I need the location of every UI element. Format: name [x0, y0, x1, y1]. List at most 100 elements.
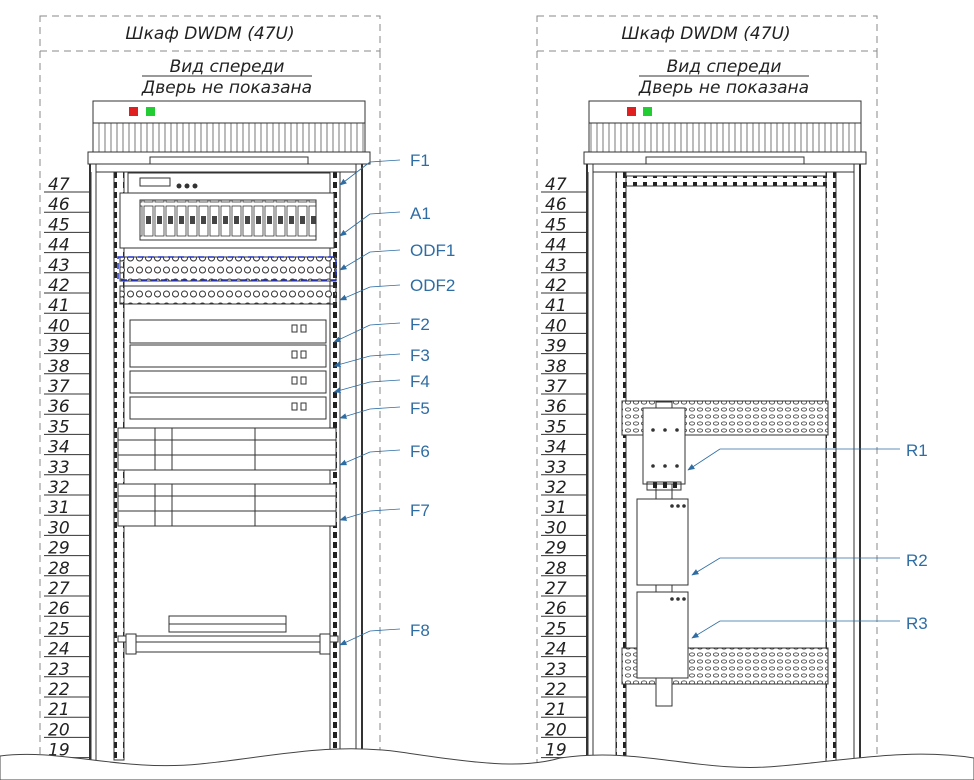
callout-label: F7 — [410, 501, 430, 520]
chassis-f7 — [117, 483, 337, 527]
callout-leader — [369, 406, 401, 410]
left-cabinet-title: Шкаф DWDM (47U) — [125, 24, 294, 44]
callout-label: ODF2 — [410, 276, 455, 295]
odf2-panel — [119, 285, 337, 305]
right-view-label: Вид спереди — [667, 57, 782, 77]
callout-label: A1 — [410, 204, 431, 223]
left-green-indicator — [146, 107, 155, 116]
unit-number: 35 — [48, 417, 70, 437]
unit-number: 23 — [48, 660, 70, 680]
callout-arrow — [333, 355, 371, 368]
callout-arrow — [339, 286, 371, 301]
unit-number: 33 — [545, 458, 567, 478]
equipment-shelves — [129, 319, 327, 420]
unit-number: 22 — [48, 680, 70, 700]
callout-label: R3 — [906, 614, 928, 633]
callout-leader — [369, 159, 401, 163]
unit-number: 23 — [545, 660, 567, 680]
callout-label: F2 — [410, 315, 430, 334]
callout-label: ODF1 — [410, 241, 455, 260]
unit-number: 42 — [48, 276, 70, 296]
unit-number: 32 — [48, 478, 70, 498]
module-r3 — [636, 591, 689, 679]
callout-arrow — [339, 510, 371, 521]
left-roof-grille — [92, 122, 366, 158]
right-red-indicator — [627, 107, 636, 116]
module-r1 — [642, 407, 686, 491]
right-cabinet: Шкаф DWDM (47U) Вид спереди Дверь не пок… — [536, 15, 878, 780]
callout-leader — [369, 353, 401, 357]
unit-number: 24 — [48, 640, 70, 660]
callout-arrow — [691, 620, 721, 639]
unit-number: 43 — [48, 256, 70, 276]
callout-leader — [369, 249, 401, 253]
unit-numbers-left: 4746454443424140393837363534333231302928… — [44, 175, 91, 761]
unit-number: 33 — [48, 458, 70, 478]
unit-number: 27 — [48, 579, 70, 599]
module-r2 — [636, 498, 689, 586]
unit-number: 24 — [545, 640, 567, 660]
callout-leader — [369, 449, 401, 453]
unit-number: 45 — [545, 215, 567, 235]
callout-label: F1 — [410, 151, 430, 170]
callout-arrow — [333, 324, 371, 343]
left-title-frame — [39, 15, 381, 52]
unit-number: 22 — [545, 680, 567, 700]
unit-number: 34 — [545, 438, 567, 458]
unit-number: 38 — [48, 357, 70, 377]
callout-arrow — [339, 161, 371, 186]
callout-arrow — [691, 557, 721, 576]
left-cabinet: Шкаф DWDM (47U) Вид спереди Дверь не пок… — [39, 15, 381, 762]
callout-arrow — [339, 630, 371, 646]
unit-number: 26 — [48, 599, 70, 619]
callout-label: F6 — [410, 442, 430, 461]
unit-number: 30 — [48, 518, 70, 538]
callout-label: R2 — [906, 551, 928, 570]
callout-arrow — [333, 381, 371, 394]
callout-label: R1 — [906, 441, 928, 460]
callout-leader — [369, 628, 401, 632]
unit-number: 27 — [545, 579, 567, 599]
callout-arrow — [339, 451, 371, 466]
callout-arrow — [339, 408, 371, 419]
unit-number: 37 — [545, 377, 567, 397]
pullout-shelf-f8 — [117, 615, 339, 655]
unit-number: 19 — [545, 741, 567, 761]
unit-number: 25 — [545, 619, 567, 639]
unit-number: 42 — [545, 276, 567, 296]
unit-number: 28 — [48, 559, 70, 579]
left-red-indicator — [129, 107, 138, 116]
unit-number: 32 — [545, 478, 567, 498]
unit-number: 25 — [48, 619, 70, 639]
callout-arrow — [339, 213, 371, 237]
unit-number: 41 — [48, 296, 70, 316]
callout-label: F4 — [410, 372, 430, 391]
unit-number: 21 — [545, 700, 567, 720]
unit-number: 47 — [48, 175, 70, 195]
torn-edge — [0, 748, 974, 780]
callout-leader — [369, 379, 401, 383]
power-distribution-unit — [119, 172, 335, 249]
unit-number: 38 — [545, 357, 567, 377]
right-door-note: Дверь не показана — [638, 78, 809, 98]
unit-number: 43 — [545, 256, 567, 276]
unit-number: 29 — [48, 539, 70, 559]
right-cabinet-title: Шкаф DWDM (47U) — [621, 24, 790, 44]
chassis-f6 — [117, 427, 337, 471]
callout-leader — [369, 508, 401, 512]
callout-label: F8 — [410, 621, 430, 640]
unit-number: 20 — [48, 720, 70, 740]
right-roof-grille — [588, 122, 862, 158]
unit-number: 44 — [48, 236, 70, 256]
unit-number: 31 — [545, 498, 567, 518]
unit-number: 47 — [545, 175, 567, 195]
unit-number: 40 — [545, 316, 567, 336]
unit-number: 39 — [48, 337, 70, 357]
right-title-frame — [536, 15, 878, 52]
callout-leader — [369, 322, 401, 326]
unit-number: 35 — [545, 417, 567, 437]
callout-arrow — [339, 251, 371, 271]
unit-number: 31 — [48, 498, 70, 518]
